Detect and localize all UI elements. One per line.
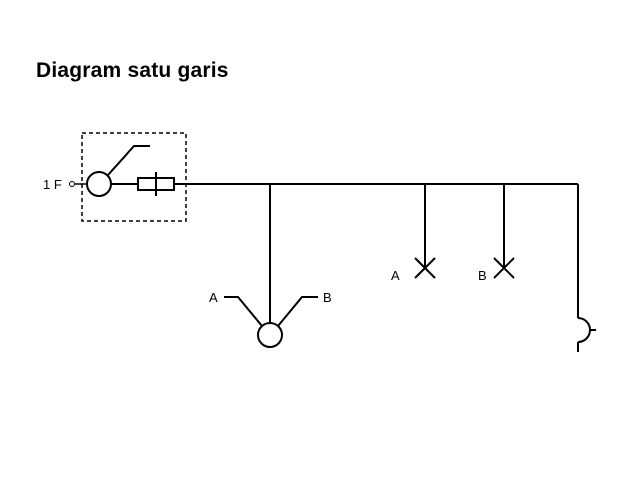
- socket-outlet: [577, 317, 591, 343]
- lamp-a-label: A: [391, 268, 400, 283]
- switch-arm-left: [224, 296, 263, 327]
- switch-arm-right: [277, 296, 318, 327]
- double-switch-circle: [257, 322, 283, 348]
- panel-enclosure: [81, 132, 187, 222]
- panel-switch-circle: [86, 171, 112, 197]
- page-title: Diagram satu garis: [36, 59, 229, 82]
- lamp-b-label: B: [478, 268, 487, 283]
- source-label: 1 F: [43, 177, 62, 192]
- panel-switch-arm: [107, 145, 150, 176]
- lamp-b-cross-2: [493, 257, 515, 279]
- source-terminal: [69, 181, 75, 187]
- switch-label-left: A: [209, 290, 218, 305]
- switch-label-right: B: [323, 290, 332, 305]
- lamp-a-cross-2: [414, 257, 436, 279]
